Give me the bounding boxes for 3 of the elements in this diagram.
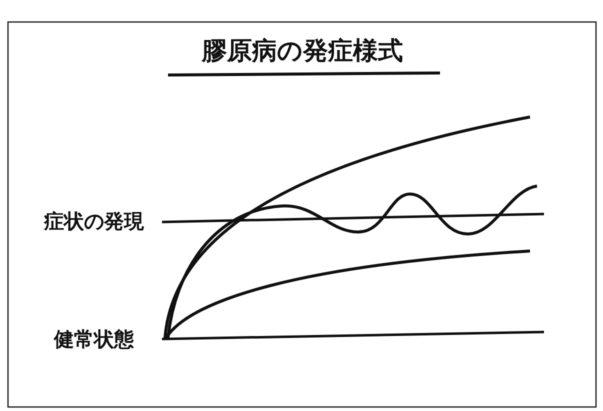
title: 膠原病の発症様式 [200, 38, 404, 63]
level-label: 健常状態 [54, 329, 134, 349]
level-label: 症状の発現 [44, 211, 144, 231]
